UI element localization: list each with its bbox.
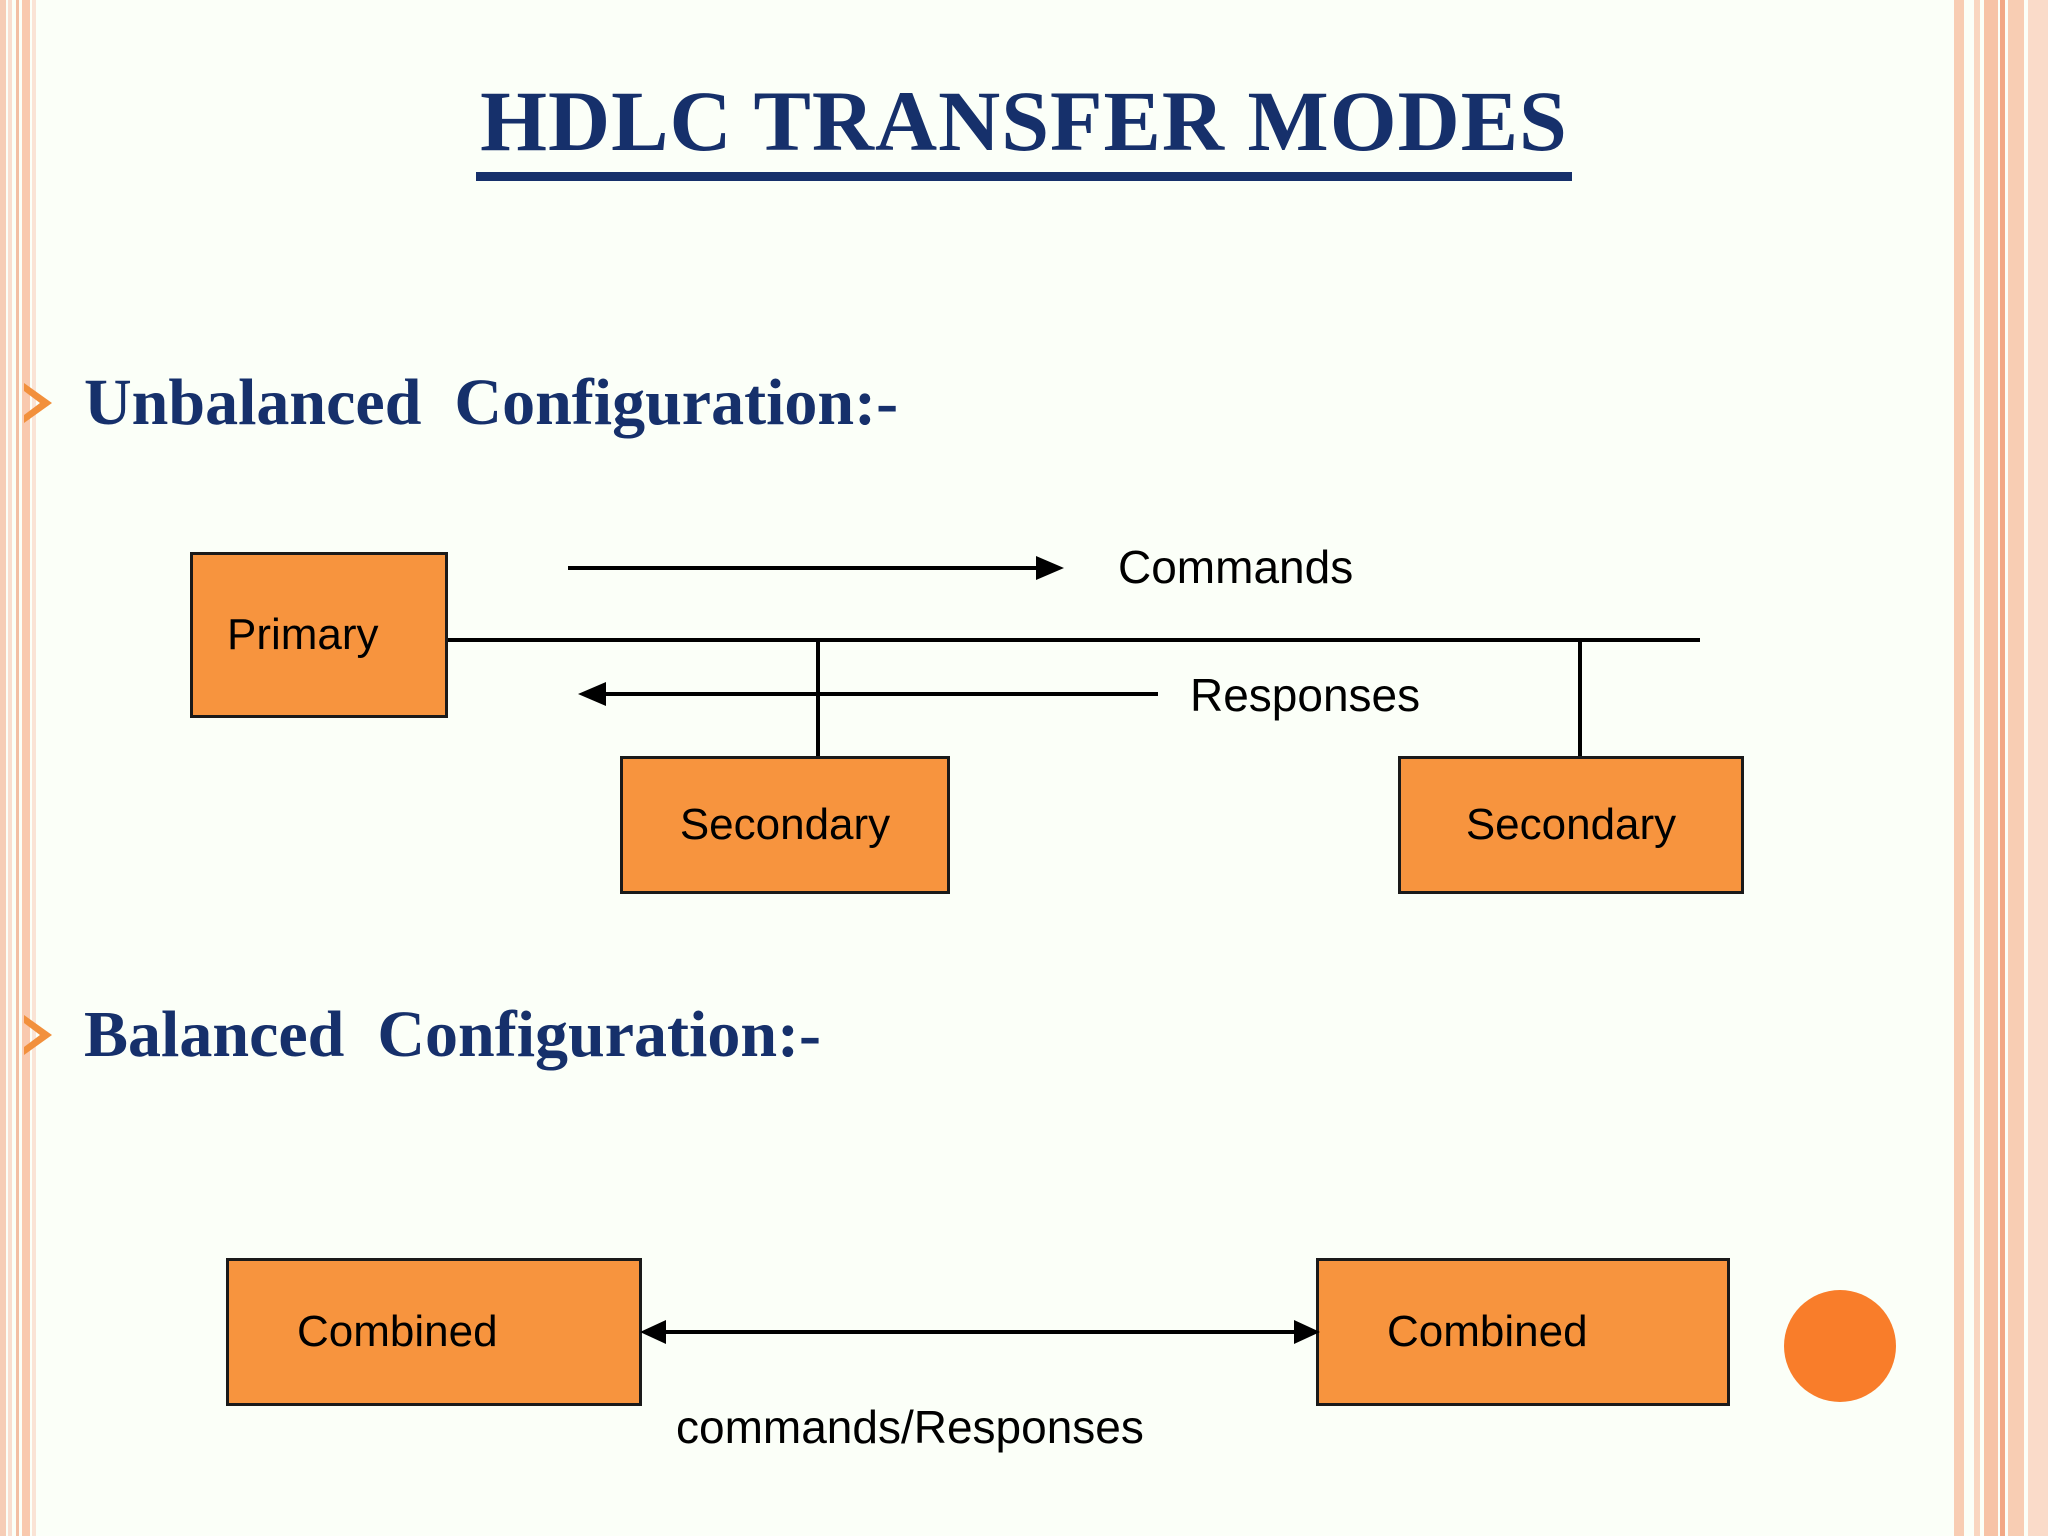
node-combined-1-label: Combined <box>297 1307 498 1356</box>
node-primary: Primary <box>190 552 448 718</box>
arrow-bullet-icon <box>18 377 58 429</box>
node-secondary-1: Secondary <box>620 756 950 894</box>
commands-arrow-icon <box>568 556 1064 580</box>
node-secondary-1-label: Secondary <box>679 800 891 849</box>
arrow-bullet-icon <box>18 1009 58 1061</box>
bullet-item-balanced: Balanced Configuration:- <box>18 1000 821 1069</box>
node-combined-2: Combined <box>1316 1258 1730 1406</box>
node-primary-label: Primary <box>227 610 379 659</box>
page-title-block: HDLC TRANSFER MODES <box>0 78 2048 181</box>
bullet-label-unbalanced: Unbalanced Configuration:- <box>84 366 899 439</box>
bus-line-horizontal <box>340 638 1700 642</box>
responses-arrow-icon <box>578 682 1158 706</box>
right-edge-decoration <box>1900 0 2048 1536</box>
node-combined-1: Combined <box>226 1258 642 1406</box>
decorative-circle <box>1784 1290 1896 1402</box>
drop-line-secondary-1 <box>816 638 820 758</box>
node-secondary-2-label: Secondary <box>1465 800 1677 849</box>
bullet-label-balanced: Balanced Configuration:- <box>84 998 822 1071</box>
edge-label-commands: Commands <box>1118 541 1354 593</box>
edge-label-commands-responses: commands/Responses <box>676 1401 1144 1453</box>
bullet-item-unbalanced: Unbalanced Configuration:- <box>18 368 898 437</box>
commands-responses-arrow-icon <box>640 1320 1320 1344</box>
node-combined-2-label: Combined <box>1387 1307 1588 1356</box>
edge-label-responses: Responses <box>1190 669 1421 721</box>
drop-line-secondary-2 <box>1578 638 1582 758</box>
left-edge-decoration <box>0 0 40 1536</box>
page-title: HDLC TRANSFER MODES <box>476 78 1572 181</box>
node-secondary-2: Secondary <box>1398 756 1744 894</box>
